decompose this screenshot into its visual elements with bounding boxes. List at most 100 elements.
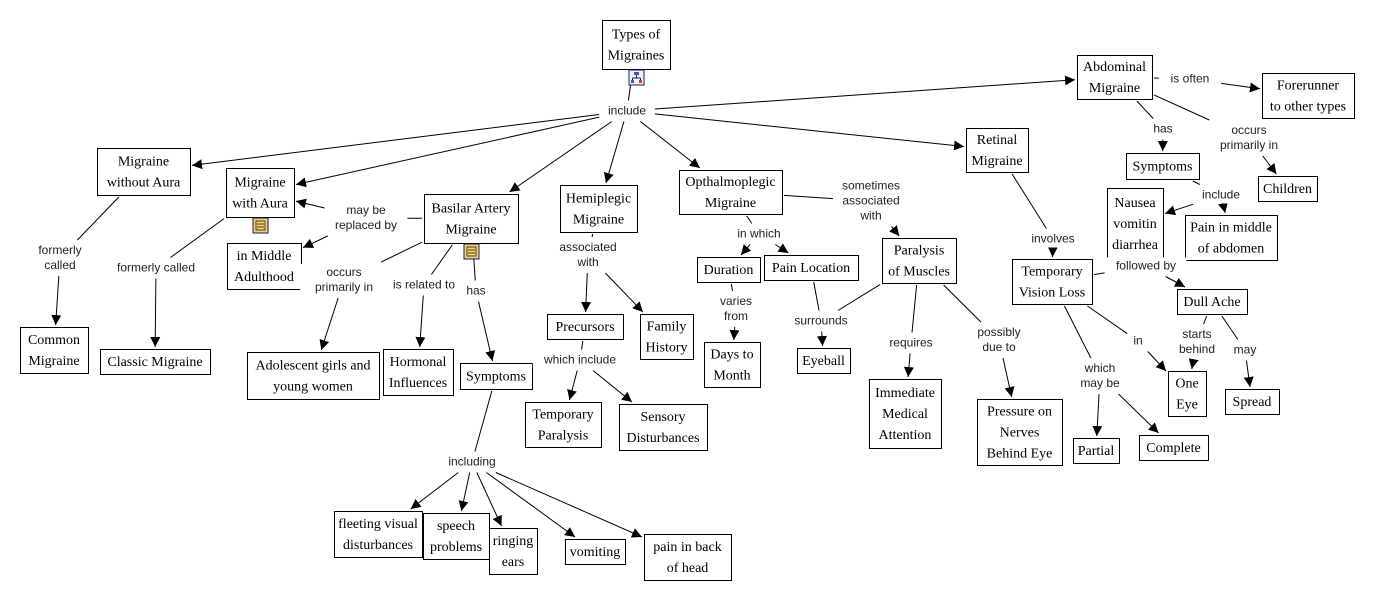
concept-box[interactable] (1258, 176, 1318, 202)
concept-label: Temporary (532, 408, 593, 423)
concept-precursors[interactable]: Precursors (547, 314, 624, 340)
concept-box[interactable] (247, 352, 380, 400)
concept-box[interactable] (1073, 438, 1120, 464)
concept-painloc[interactable]: Pain Location (764, 255, 859, 281)
concept-label: Eyeball (802, 354, 845, 369)
concept-box[interactable] (1177, 289, 1248, 315)
concept-duration[interactable]: Duration (697, 257, 761, 283)
concept-complete[interactable]: Complete (1139, 435, 1209, 461)
concept-children[interactable]: Children (1258, 176, 1318, 202)
concept-box[interactable] (547, 314, 624, 340)
submap-icon[interactable] (628, 69, 645, 86)
concept-box[interactable] (1168, 371, 1207, 417)
link-label: with (576, 255, 598, 269)
concept-box[interactable] (525, 402, 602, 448)
note-icon[interactable] (252, 217, 269, 234)
concept-label: Symptoms (1133, 160, 1193, 175)
concept-box[interactable] (977, 399, 1063, 466)
concept-box[interactable] (20, 327, 89, 374)
concept-box[interactable] (227, 243, 302, 290)
concept-label: Complete (1146, 441, 1200, 456)
concept-dullache[interactable]: Dull Ache (1177, 289, 1248, 315)
concept-eyeball[interactable]: Eyeball (797, 348, 851, 374)
concept-box[interactable] (489, 528, 538, 575)
concept-box[interactable] (1126, 153, 1200, 180)
connection-include-to-abdominal (654, 75, 1076, 110)
concept-symptoms_b[interactable]: Symptoms (460, 363, 533, 390)
concept-box[interactable] (1225, 389, 1280, 415)
concept-symptoms_a[interactable]: Symptoms (1126, 153, 1200, 180)
concept-box[interactable] (565, 539, 626, 565)
concept-label: Pressure on (987, 405, 1052, 420)
concept-box[interactable] (1185, 215, 1278, 261)
connection-mwo-to-fc1 (77, 196, 120, 241)
concept-box[interactable] (697, 257, 761, 283)
link-label: from (724, 309, 748, 323)
concept-box[interactable] (882, 238, 957, 284)
concept-partial[interactable]: Partial (1073, 438, 1120, 464)
concept-box[interactable] (560, 185, 638, 233)
concept-box[interactable] (764, 255, 859, 281)
concept-box[interactable] (1262, 73, 1355, 119)
connection-basilar-to-related (431, 244, 453, 275)
concept-box[interactable] (644, 534, 732, 581)
concept-box[interactable] (424, 194, 519, 244)
concept-vomiting[interactable]: vomiting (565, 539, 626, 565)
concept-box[interactable] (602, 20, 671, 70)
concept-label: Disturbances (626, 431, 699, 446)
concept-box[interactable] (1077, 55, 1153, 100)
concept-label: of abdomen (1198, 242, 1264, 257)
concept-box[interactable] (704, 342, 761, 388)
note-icon[interactable] (463, 243, 480, 260)
concept-spread[interactable]: Spread (1225, 389, 1280, 415)
link-label: in (1133, 334, 1142, 348)
concept-box[interactable] (640, 314, 694, 360)
concept-box[interactable] (869, 379, 942, 449)
concept-box[interactable] (100, 349, 211, 375)
concept-box[interactable] (460, 363, 533, 390)
concept-classic[interactable]: Classic Migraine (100, 349, 211, 375)
concept-box[interactable] (797, 348, 851, 374)
concept-box[interactable] (1012, 259, 1093, 305)
concept-box[interactable] (97, 148, 191, 196)
link-label: involves (1031, 232, 1074, 246)
concept-box[interactable] (679, 170, 783, 215)
concept-box[interactable] (966, 128, 1029, 173)
concept-box[interactable] (334, 511, 423, 558)
connection-optha-to-sometimes (783, 194, 834, 200)
concept-box[interactable] (226, 168, 295, 218)
concept-box[interactable] (1139, 435, 1209, 461)
concept-box[interactable] (619, 404, 708, 451)
connection-which_include-to-tempparalysis (567, 370, 578, 401)
concept-box[interactable] (383, 349, 454, 396)
concept-box[interactable] (423, 513, 490, 560)
